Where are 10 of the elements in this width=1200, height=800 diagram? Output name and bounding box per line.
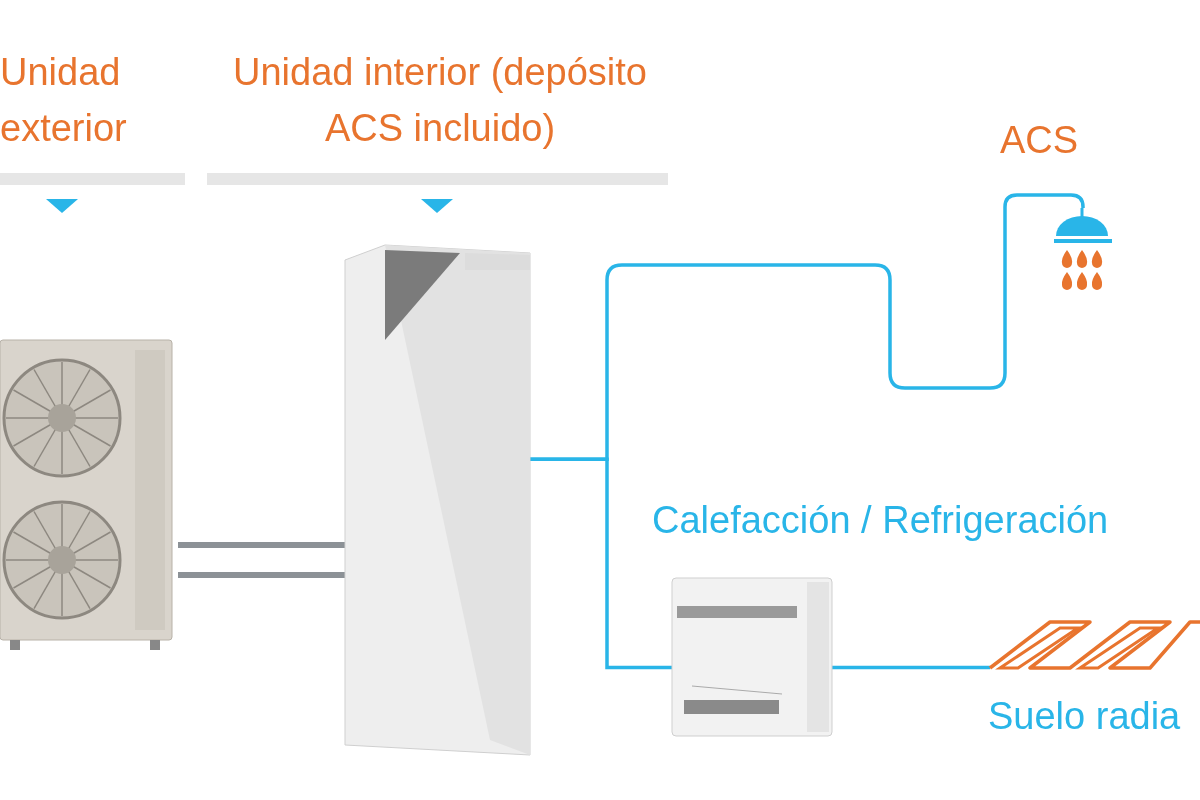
heading-text: Unidad exterior — [0, 50, 128, 151]
heading-text: Suelo radia — [988, 694, 1182, 739]
fan-coil-drawing — [672, 578, 832, 738]
indoor-unit-drawing — [345, 245, 530, 755]
heading-text: ACS — [1000, 118, 1080, 163]
floor-heating-coil-drawing — [990, 618, 1200, 670]
pipe-line — [530, 457, 672, 670]
heading-text: Calefacción / Refrigeración — [652, 498, 1110, 543]
pipe-line — [832, 665, 990, 670]
heading-text: Unidad interior (depósito ACS incluido) — [232, 50, 648, 151]
